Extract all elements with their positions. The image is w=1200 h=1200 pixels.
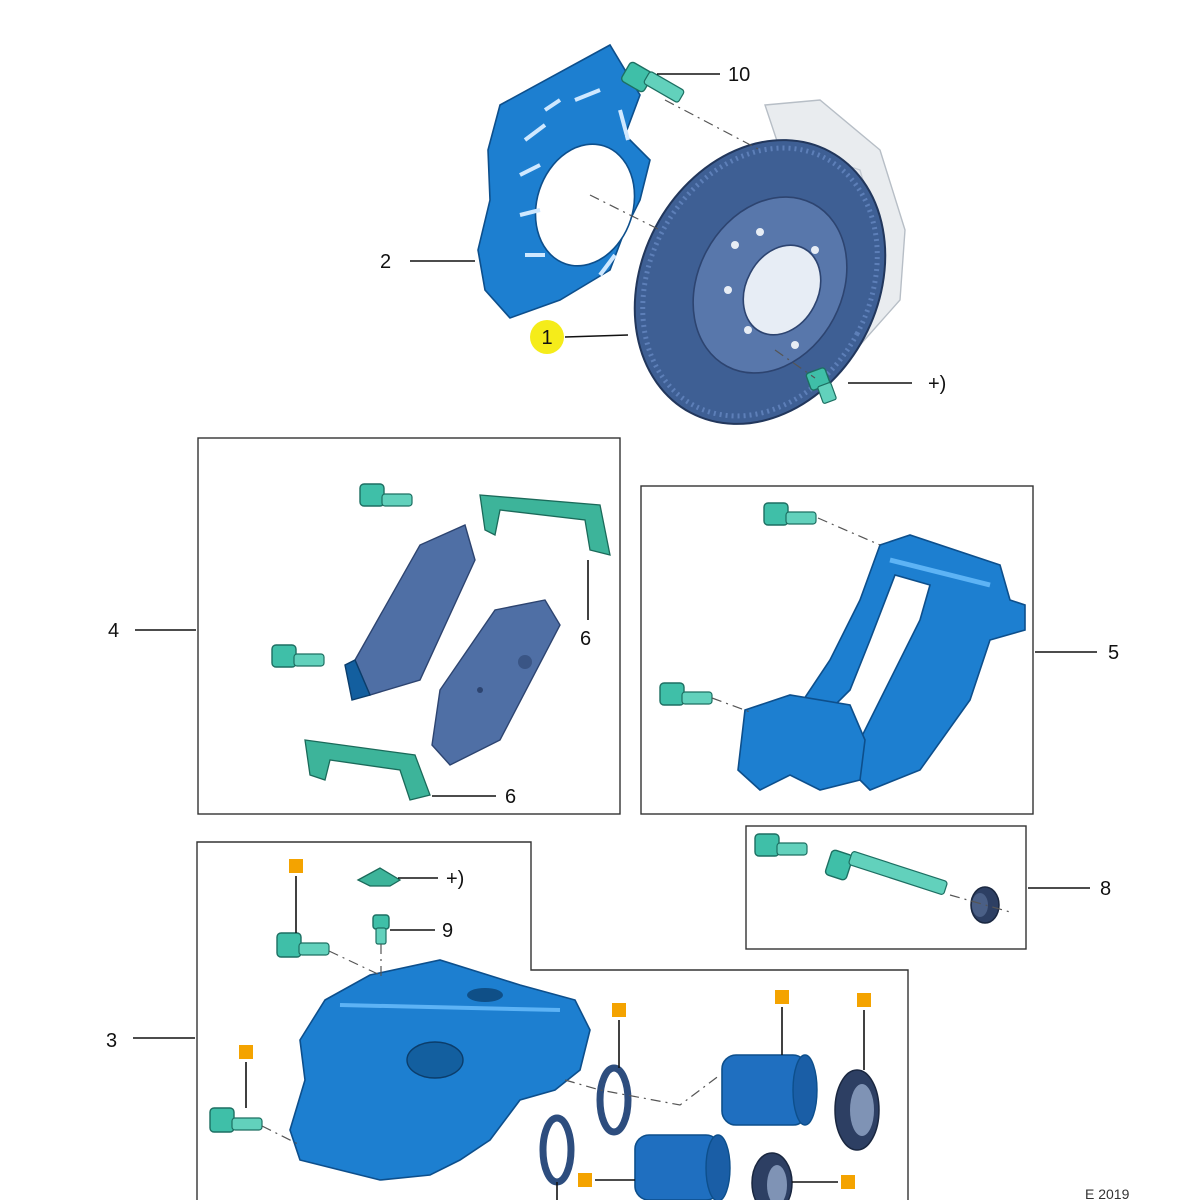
caliper-bolt-lower [209,1107,263,1133]
caliper-piston [721,1054,818,1126]
axis-line [711,697,751,713]
bleeder-cap [356,867,402,887]
splash-shield [477,43,651,319]
brake-disc [633,139,887,425]
shield-bolt [621,61,685,103]
note-marker [239,1045,253,1108]
caliper-bolt-upper [276,932,330,958]
axis-line [949,894,1011,913]
disc-screw [805,367,837,404]
guide-pin [824,849,948,895]
leader-1 [564,334,629,338]
brake-pad-outer [344,524,476,701]
carrier-bolt [763,502,817,526]
callout-highlight [530,320,564,354]
axis-line [774,349,816,379]
carrier-bolt [659,682,713,706]
note-marker [775,990,789,1055]
callout-5: 5 [1108,642,1119,664]
callout-plus-disc-screw: +) [928,373,946,395]
callout-9: 9 [442,920,453,942]
callout-6-top: 6 [580,628,591,650]
note-marker [857,993,871,1070]
axis-line [261,1125,301,1146]
axis-line [328,950,381,976]
piston-seal-ring [539,1114,575,1186]
guide-pin-boot [970,886,1000,924]
figure-code: E 2019 [1085,1186,1130,1200]
callout-3: 3 [106,1030,117,1052]
caliper-piston [634,1134,731,1200]
note-marker [578,1173,635,1187]
brake-pad-inner [431,599,561,766]
carrier-frame [640,485,1034,815]
note-marker [612,1003,626,1068]
note-marker [792,1175,855,1189]
axis-line [664,99,761,151]
callout-2: 2 [380,251,391,273]
callout-8: 8 [1100,878,1111,900]
dust-boot [834,1069,880,1151]
pad-guide-bolt [271,644,325,668]
guide-pin-bolt [754,833,808,857]
callout-plus-bleeder: +) [446,868,464,890]
bleeder-screw [372,914,390,945]
note-marker [289,859,303,933]
callout-1: 1 [541,327,552,349]
pad-guide-bolt [359,483,413,507]
anti-rattle-clip-top [479,494,611,556]
anti-rattle-clip-bottom [304,739,431,801]
caliper-frame [196,841,909,1200]
pad-kit-frame [197,437,621,815]
callout-6-bottom: 6 [505,786,516,808]
callout-10: 10 [728,64,750,86]
caliper-housing [289,959,591,1181]
caliper-carrier-bracket [737,534,1026,791]
axis-line [817,517,881,546]
callout-4: 4 [108,620,119,642]
guide-pin-frame [745,825,1027,950]
axis-line [564,1074,721,1106]
dust-boot [751,1152,793,1200]
piston-seal-ring [596,1064,632,1136]
